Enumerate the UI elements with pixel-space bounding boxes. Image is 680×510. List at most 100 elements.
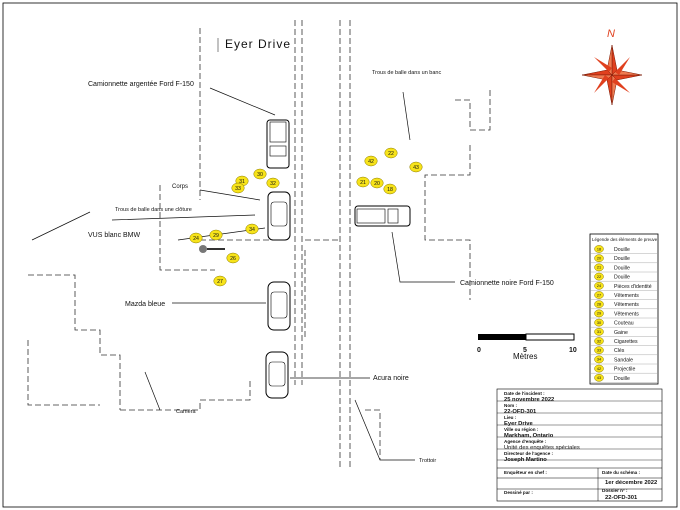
vehicle-bmw: [267, 191, 291, 241]
legend-item-label: Douille: [614, 256, 630, 262]
svg-text:24: 24: [193, 236, 199, 242]
evidence-marker: 20: [594, 254, 604, 263]
svg-text:29: 29: [213, 233, 219, 239]
street-label: Eyer Drive: [225, 37, 291, 51]
svg-text:30: 30: [597, 321, 601, 325]
body-figure-icon: [199, 245, 225, 253]
lot-lines: [27, 20, 491, 470]
svg-text:20: 20: [374, 181, 380, 187]
evidence-marker: 42: [364, 155, 378, 167]
file-label: Dossier n° :: [602, 488, 628, 493]
svg-text:42: 42: [597, 367, 601, 371]
svg-text:28: 28: [597, 302, 601, 306]
scale-bar: 0 5 10 Mètres: [477, 333, 577, 361]
svg-text:34: 34: [597, 358, 601, 362]
svg-text:30: 30: [257, 172, 263, 178]
vehicle-ford-silver: [266, 119, 290, 169]
label-bullet-fence: Trous de balle dans une clôture: [115, 207, 192, 213]
label-camera: Caméra: [176, 409, 197, 415]
evidence-marker: 22: [594, 272, 604, 281]
legend-title: Légende des éléments de preuve: [592, 237, 658, 242]
place-label: Lieu :: [504, 415, 517, 420]
label-acura: Acura noire: [373, 375, 409, 382]
evidence-marker: 24: [189, 232, 203, 244]
evidence-marker: 34: [594, 355, 604, 364]
svg-text:24: 24: [597, 284, 601, 288]
legend-item-label: Douille: [614, 376, 630, 382]
evidence-marker: 34: [245, 223, 259, 235]
svg-text:33: 33: [235, 186, 241, 192]
city-label: Ville ou région :: [504, 427, 539, 432]
north-label: N: [607, 28, 615, 40]
legend-item-label: Pièces d'identité: [614, 284, 652, 290]
svg-text:22: 22: [388, 151, 394, 157]
director-label: Directeur de l'agence :: [504, 451, 554, 456]
evidence-marker: 32: [266, 177, 280, 189]
evidence-marker: 33: [231, 182, 245, 194]
legend-item-label: Douille: [614, 275, 630, 281]
evidence-marker: 21: [594, 263, 604, 272]
agency-value: Unité des enquêtes spéciales: [504, 445, 580, 451]
incident-date: 25 novembre 2022: [504, 397, 554, 403]
legend-item-label: Gaine: [614, 330, 628, 336]
vehicle-mazda: [267, 281, 291, 331]
evidence-marker: 26: [226, 252, 240, 264]
svg-text:34: 34: [249, 227, 255, 233]
evidence-marker: 24: [594, 281, 604, 290]
evidence-marker: 22: [384, 147, 398, 159]
svg-text:21: 21: [360, 180, 366, 186]
drawing-date-label: Date du schéma :: [602, 470, 641, 475]
svg-text:18: 18: [387, 187, 393, 193]
label-mazda: Mazda bleue: [125, 301, 165, 308]
legend-item-label: Sandale: [614, 357, 633, 363]
svg-text:32: 32: [597, 339, 601, 343]
vehicle-ford-black: [354, 205, 411, 227]
evidence-marker: 27: [594, 291, 604, 299]
drawing-date: 1er décembre 2022: [605, 480, 657, 486]
svg-text:26: 26: [230, 256, 236, 262]
name-value: 22-OFD-301: [504, 409, 537, 415]
city-value: Markham, Ontario: [504, 433, 554, 439]
svg-text:31: 31: [597, 330, 601, 334]
place-value: Eyer Drive: [504, 421, 533, 427]
svg-text:32: 32: [270, 181, 276, 187]
legend-item-label: Cigarettes: [614, 339, 638, 345]
evidence-marker: 20: [370, 177, 384, 189]
evidence-marker: 18: [594, 245, 604, 253]
svg-text:27: 27: [597, 293, 601, 297]
legend-item-label: Douille: [614, 265, 630, 271]
agency-label: Agence d'enquête :: [504, 439, 547, 444]
leader-lines: [31, 87, 455, 461]
label-ford-silver: Camionnette argentée Ford F-150: [88, 81, 194, 88]
incident-date-label: Date de l'incident :: [504, 391, 545, 396]
svg-text:31: 31: [239, 179, 245, 185]
label-body: Corps: [172, 184, 188, 190]
svg-text:43: 43: [413, 165, 419, 171]
scale-tick-10: 10: [569, 347, 577, 354]
evidence-marker: 21: [356, 176, 370, 188]
evidence-marker: 42: [594, 364, 604, 373]
file-value: 22-OFD-301: [605, 495, 638, 501]
evidence-marker: 43: [409, 161, 423, 173]
evidence-marker: 27: [213, 275, 227, 287]
evidence-marker: 29: [209, 229, 223, 241]
evidence-marker: 31: [594, 327, 604, 336]
svg-text:18: 18: [597, 247, 601, 251]
legend-item-label: Vêtements: [614, 311, 639, 317]
evidence-marker: 29: [594, 309, 604, 318]
svg-text:27: 27: [217, 279, 223, 285]
svg-text:43: 43: [597, 376, 601, 380]
label-ford-black: Camionnette noire Ford F-150: [460, 280, 554, 287]
name-label: Nom :: [504, 403, 517, 408]
legend-item-label: Couteau: [614, 321, 634, 327]
scale-tick-0: 0: [477, 347, 481, 354]
director-value: Joseph Martino: [504, 457, 547, 463]
evidence-marker: 32: [594, 337, 604, 345]
evidence-marker: 33: [594, 346, 604, 355]
legend-item-label: Douille: [614, 247, 630, 253]
evidence-marker: 30: [594, 318, 604, 327]
drawn-by-label: Dessiné par :: [504, 490, 533, 495]
evidence-marker: 30: [253, 168, 267, 180]
